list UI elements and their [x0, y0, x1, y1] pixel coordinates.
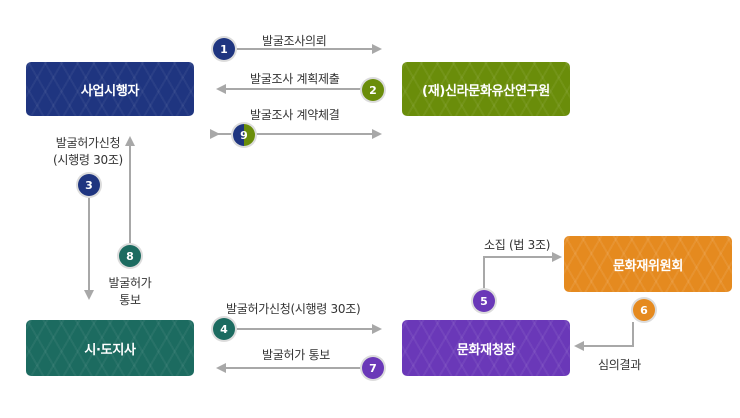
node-heritage-admin-label: 문화재청장	[456, 342, 516, 358]
step-1-number: 1	[220, 42, 228, 56]
step-8-label-line2: 통보	[119, 293, 141, 307]
step-3-label-line2: (시행령 30조)	[53, 153, 123, 167]
node-institute-label: (재)신라문화유산연구원	[422, 83, 550, 99]
step-8-label-line1: 발굴허가	[108, 276, 152, 290]
step-1-badge: 1	[213, 38, 235, 60]
step-5-label: 소집 (법 3조)	[484, 238, 551, 252]
step-3-badge: 3	[78, 174, 100, 196]
step-1-label: 발굴조사의뢰	[262, 34, 327, 48]
step-7-label: 발굴허가 통보	[262, 348, 330, 362]
step-4-badge: 4	[213, 318, 235, 340]
step-7-number: 7	[369, 361, 377, 375]
node-heritage-committee-label: 문화재위원회	[613, 258, 683, 274]
step-6-number: 6	[640, 303, 648, 317]
step-3-label: 발굴허가신청 (시행령 30조)	[28, 134, 148, 168]
step-9-number: 9	[240, 128, 248, 142]
node-developer: 사업시행자	[26, 62, 194, 116]
step-8-number: 8	[126, 249, 134, 263]
step-5-number: 5	[480, 294, 488, 308]
step-9-badge: 9	[233, 124, 255, 146]
node-developer-label: 사업시행자	[80, 83, 140, 99]
step-6-badge: 6	[633, 299, 655, 321]
node-institute: (재)신라문화유산연구원	[402, 62, 570, 116]
step-3-number: 3	[85, 178, 93, 192]
step-9-label: 발굴조사 계약체결	[250, 108, 340, 122]
step-2-label: 발굴조사 계획제출	[250, 72, 340, 86]
node-provincial-office: 시·도지사	[26, 320, 194, 376]
arrow-step-5	[483, 252, 562, 290]
step-8-badge: 8	[119, 245, 141, 267]
step-5-badge: 5	[473, 290, 495, 312]
node-heritage-admin: 문화재청장	[402, 320, 570, 376]
node-heritage-committee: 문화재위원회	[564, 236, 732, 292]
step-4-label: 발굴허가신청(시행령 30조)	[226, 302, 361, 316]
step-6-label: 심의결과	[598, 358, 641, 372]
step-3-label-line1: 발굴허가신청	[55, 136, 121, 150]
step-2-number: 2	[369, 83, 377, 97]
step-7-badge: 7	[362, 357, 384, 379]
arrow-step-6	[574, 322, 634, 351]
step-8-label: 발굴허가 통보	[100, 274, 160, 308]
step-2-badge: 2	[362, 79, 384, 101]
step-4-number: 4	[220, 322, 228, 336]
node-provincial-office-label: 시·도지사	[84, 342, 136, 358]
